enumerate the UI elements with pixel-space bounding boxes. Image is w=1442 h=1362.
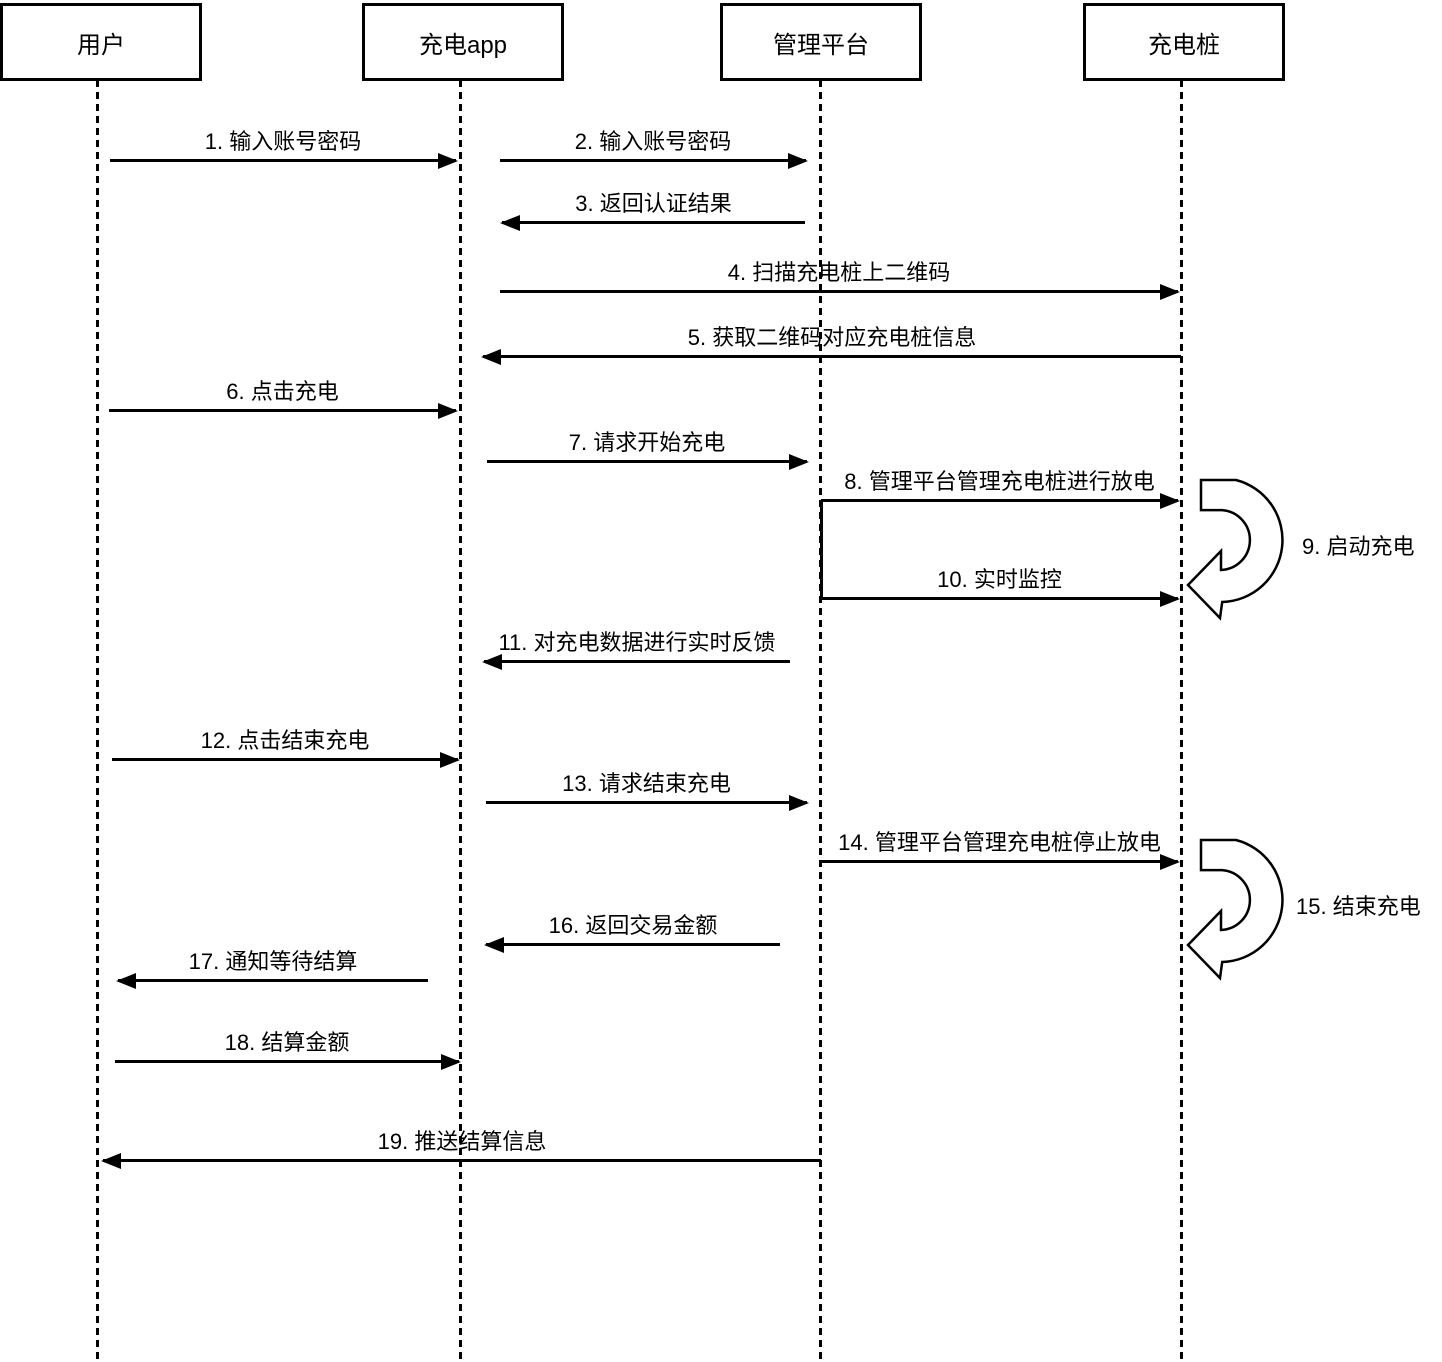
connector-8-10 — [820, 501, 823, 599]
message-label-15: 15. 结束充电 — [1296, 894, 1421, 919]
message-label-11: 11. 对充电数据进行实时反馈 — [498, 630, 776, 655]
actor-label-charging-app: 充电app — [418, 31, 508, 59]
actor-box-charging-app: 充电app — [362, 3, 564, 81]
message-label-13: 13. 请求结束充电 — [562, 771, 731, 796]
actor-box-management-platform: 管理平台 — [720, 3, 922, 81]
message-arrow-6 — [109, 409, 456, 412]
message-arrow-11 — [484, 660, 790, 663]
message-arrow-3 — [502, 221, 805, 224]
message-arrow-14 — [821, 860, 1178, 863]
message-label-1: 1. 输入账号密码 — [204, 129, 362, 154]
self-loop-arrow-9 — [1186, 478, 1284, 621]
message-arrow-1 — [110, 159, 456, 162]
message-arrow-4 — [500, 290, 1178, 293]
message-arrow-18 — [115, 1060, 459, 1063]
lifeline-charging-app — [459, 80, 462, 1362]
self-loop-arrow-15 — [1186, 838, 1284, 981]
message-label-14: 14. 管理平台管理充电桩停止放电 — [838, 830, 1161, 855]
lifeline-charging-pile — [1180, 80, 1183, 1362]
message-label-18: 18. 结算金额 — [224, 1030, 350, 1055]
message-label-4: 4. 扫描充电桩上二维码 — [727, 260, 951, 285]
message-label-10: 10. 实时监控 — [937, 567, 1062, 592]
message-label-5: 5. 获取二维码对应充电桩信息 — [687, 325, 977, 350]
message-arrow-5 — [483, 355, 1181, 358]
message-label-7: 7. 请求开始充电 — [568, 430, 726, 455]
message-arrow-17 — [118, 979, 428, 982]
actor-box-charging-pile: 充电桩 — [1083, 3, 1285, 81]
message-arrow-8 — [821, 499, 1178, 502]
actor-label-user: 用户 — [77, 31, 125, 59]
lifeline-management-platform — [819, 80, 822, 1362]
message-label-3: 3. 返回认证结果 — [575, 191, 732, 216]
message-arrow-7 — [487, 460, 807, 463]
lifeline-user — [96, 80, 99, 1362]
message-arrow-16 — [486, 943, 780, 946]
message-label-17: 17. 通知等待结算 — [188, 949, 358, 974]
message-arrow-19 — [103, 1159, 821, 1162]
actor-box-user: 用户 — [0, 3, 202, 81]
actor-label-charging-pile: 充电桩 — [1148, 31, 1220, 59]
message-arrow-10 — [821, 597, 1178, 600]
actor-label-management-platform: 管理平台 — [773, 31, 869, 59]
message-label-12: 12. 点击结束充电 — [200, 728, 370, 753]
message-arrow-2 — [500, 159, 806, 162]
message-label-9: 9. 启动充电 — [1302, 534, 1415, 559]
message-label-8: 8. 管理平台管理充电桩进行放电 — [844, 469, 1155, 494]
message-label-6: 6. 点击充电 — [226, 379, 339, 404]
message-arrow-13 — [486, 801, 807, 804]
message-arrow-12 — [112, 758, 458, 761]
message-label-19: 19. 推送结算信息 — [377, 1129, 547, 1154]
message-label-2: 2. 输入账号密码 — [574, 129, 732, 154]
message-label-16: 16. 返回交易金额 — [548, 913, 718, 938]
